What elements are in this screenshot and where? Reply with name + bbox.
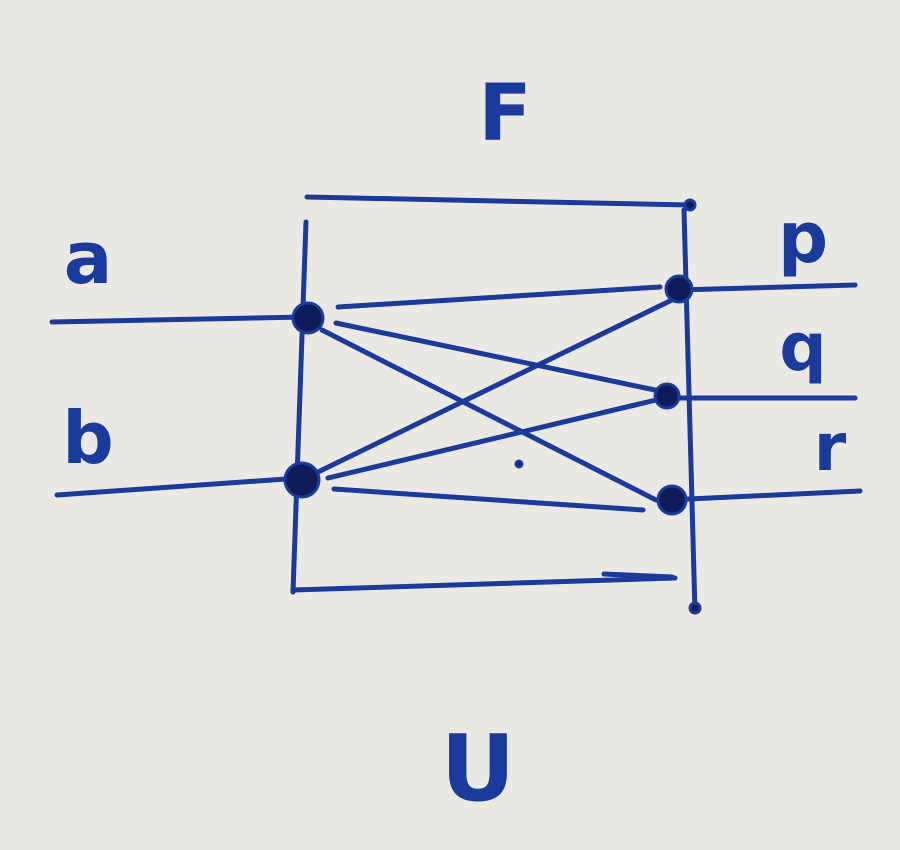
wire-b [54,475,303,498]
wire-a [49,314,308,325]
connection-a-q [333,320,658,393]
stray-ink-dot [514,459,524,469]
frame-bottom-stub [601,571,675,580]
output-label-q: q [779,309,826,386]
wire-p [674,282,858,293]
output-label-p: p [778,197,828,279]
junction-q [653,382,681,410]
junction-r [656,484,688,516]
junction-b [283,461,321,499]
connection-b-q [325,397,659,481]
top-label-f: F [478,69,531,159]
connection-a-r [319,327,659,503]
frame-end-dot [688,601,702,615]
frame-corner-dot [683,198,697,212]
input-label-b: b [62,396,114,480]
connection-b-r [331,486,646,513]
connection-b-p [315,295,679,475]
bottom-label-u: U [441,715,516,822]
junction-a [291,301,325,335]
junction-p [664,274,694,304]
output-label-r: r [814,409,847,486]
wire-r [665,488,863,503]
input-label-a: a [64,216,113,300]
frame-bottom-line [290,575,678,593]
frame-top-line [304,194,693,208]
frame-right-line [681,207,698,615]
connection-a-p [335,284,663,310]
frame-left-line [290,219,309,595]
